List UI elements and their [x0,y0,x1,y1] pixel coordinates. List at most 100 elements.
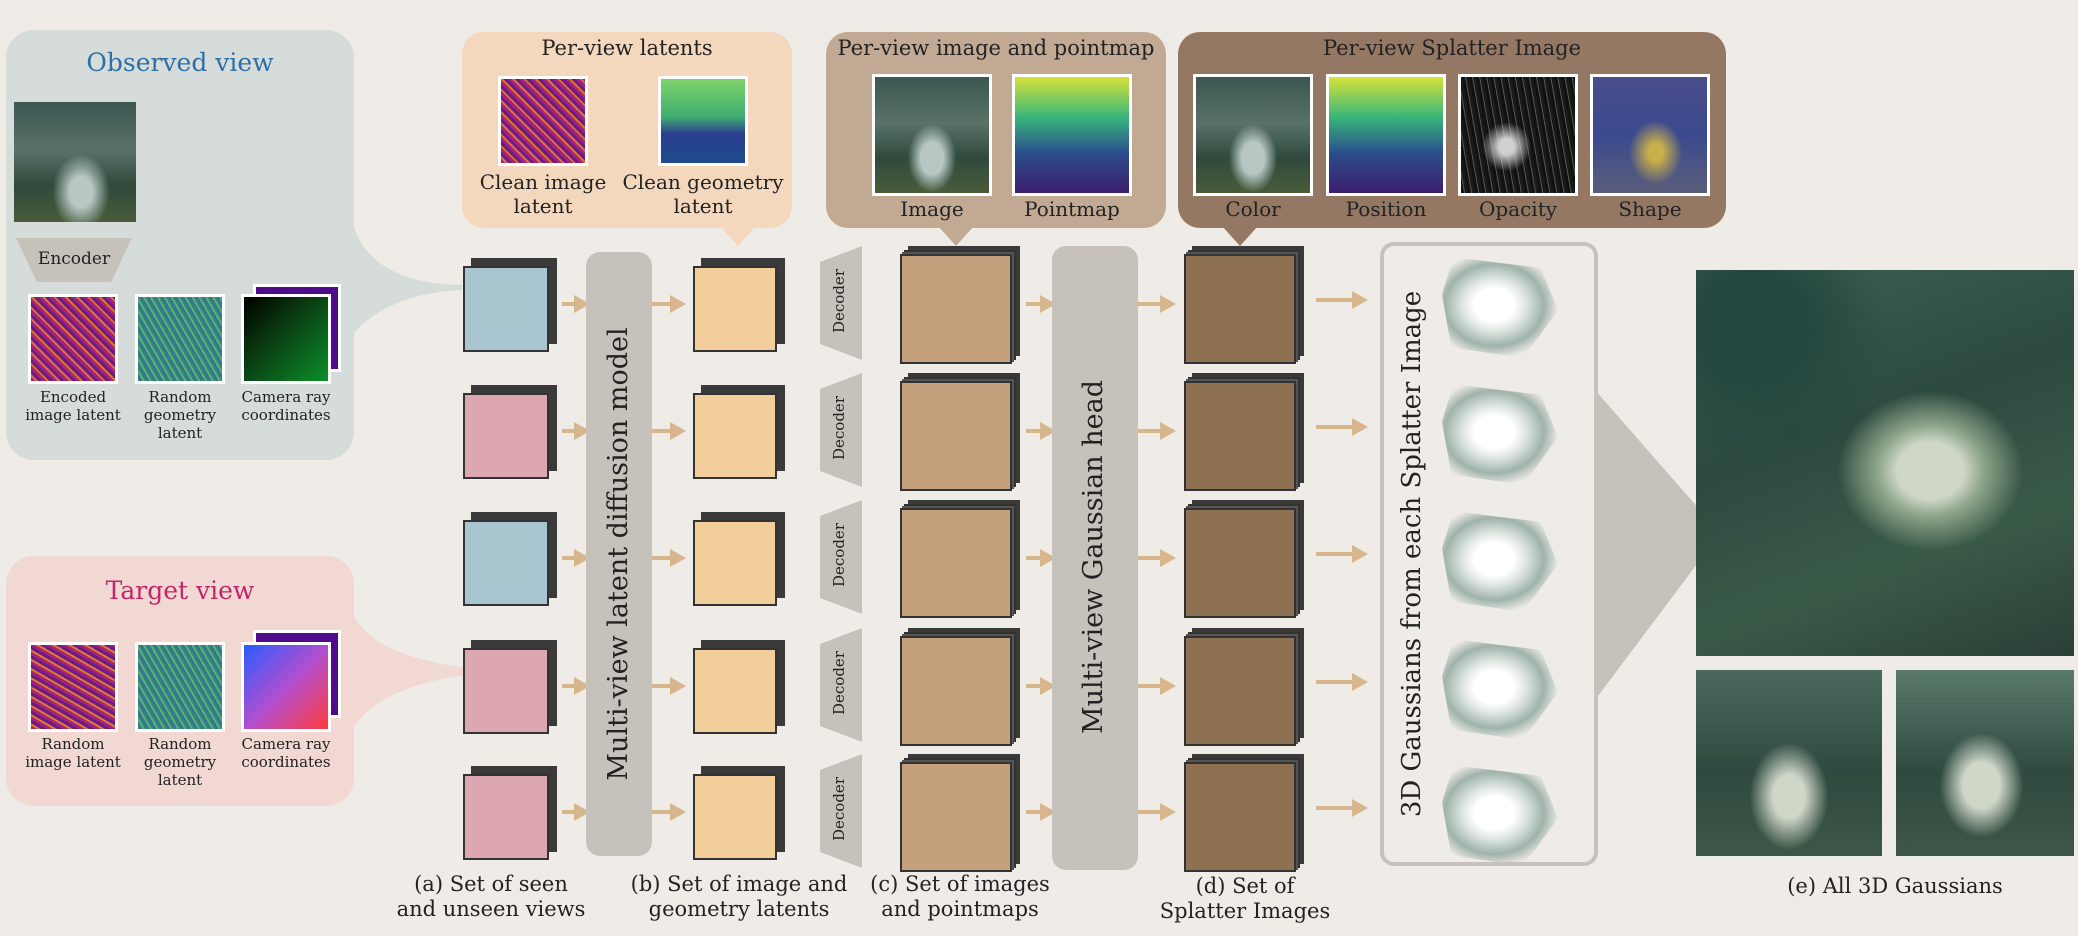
caption-d: (d) Set of Splatter Images [1159,874,1331,924]
diffusion-model-bar [586,252,652,856]
arrow-b-1-head [670,422,686,440]
arrow-a-1-head [574,422,590,440]
arrow-d-4-head [1160,803,1176,821]
splatter-color-thumb [1193,74,1313,196]
target-view-title: Target view [105,576,255,605]
caption-e: (e) All 3D Gaussians [1787,874,2003,898]
image-thumb [872,74,992,196]
latent-cube-0 [693,258,785,352]
observed-photo [14,102,136,222]
arrow-a-4-head [574,803,590,821]
observed-label-1: Random geometry latent [143,388,217,442]
input-cube-4 [463,766,557,860]
input-cube-0 [463,258,557,352]
observed-label-0: Encoded image latent [25,388,121,424]
decoder-1 [820,373,862,487]
arrow-e-3-head [1352,673,1368,691]
per-view-latents-label-0: Clean image latent [479,170,607,218]
render-main [1696,270,2074,656]
latent-cube-1 [693,385,785,479]
encoder-label: Encoder [37,249,111,269]
clean-image-latent-thumb [498,76,588,166]
splatter-shape-thumb [1590,74,1710,196]
splatter-cube-2 [1184,500,1304,618]
gaussians-frame [1380,242,1598,866]
arrow-e-4-head [1352,799,1368,817]
encoded-image-latent-thumb [28,294,118,384]
image-cube-2 [900,500,1020,618]
arrow-a-0-head [574,295,590,313]
per-view-image-pointmap-title: Per-view image and pointmap [837,36,1155,60]
splatter-label-1: Position [1345,197,1427,221]
target-label-0: Random image latent [25,735,121,771]
gaussian-head-bar [1052,246,1138,870]
arrow-e-0-head [1352,291,1368,309]
arrow-d-3-head [1160,677,1176,695]
splatter-cube-1 [1184,373,1304,491]
splatter-cube-0 [1184,246,1304,364]
decoder-0 [820,246,862,360]
render-right [1896,670,2074,856]
splatter-cube-3 [1184,628,1304,746]
latent-cube-3 [693,640,785,734]
decoder-2 [820,500,862,614]
splatter-position-thumb [1326,74,1446,196]
arrow-c-2-head [1040,549,1056,567]
splatter-label-2: Opacity [1478,197,1558,221]
arrow-b-0-head [670,295,686,313]
input-cube-1 [463,385,557,479]
diffusion-model-label: Multi-view latent diffusion model [603,327,634,781]
input-cube-2 [463,512,557,606]
latent-cube-4 [693,766,785,860]
arrow-c-1-head [1040,422,1056,440]
observed-label-2: Camera ray coordinates [241,388,331,424]
arrow-c-4-head [1040,803,1056,821]
arrow-a-3-head [574,677,590,695]
image-cube-4 [900,754,1020,872]
caption-c: (c) Set of images and pointmaps [870,872,1050,922]
random-geometry-latent-thumb [135,294,225,384]
random-image-latent-thumb [28,642,118,732]
render-left [1696,670,1882,856]
arrow-e-2-head [1352,545,1368,563]
arrow-d-0-head [1160,295,1176,313]
image-cube-3 [900,628,1020,746]
decoder-4 [820,754,862,868]
arrow-d-2-head [1160,549,1176,567]
arrow-b-2-head [670,549,686,567]
gaussian-head-label: Multi-view Gaussian head [1078,379,1109,735]
target-label-1: Random geometry latent [143,735,217,789]
per-view-splatter-title: Per-view Splatter Image [1322,36,1582,60]
target-camera-ray-thumb [241,642,331,732]
image-cube-1 [900,373,1020,491]
splatter-label-3: Shape [1618,197,1682,221]
arrow-b-3-head [670,677,686,695]
pointmap-label: Pointmap [1024,197,1120,221]
arrow-c-3-head [1040,677,1056,695]
per-view-latents-label-1: Clean geometry latent [622,170,784,218]
caption-b: (b) Set of image and geometry latents [630,872,848,922]
per-view-latents-title: Per-view latents [541,36,713,60]
image-cube-0 [900,246,1020,364]
splatter-opacity-thumb [1458,74,1578,196]
encoder-block [16,238,132,282]
decoder-3 [820,628,862,742]
input-cube-3 [463,640,557,734]
arrow-d-1-head [1160,422,1176,440]
arrow-c-0-head [1040,295,1056,313]
image-label: Image [900,197,964,221]
arrow-a-2-head [574,549,590,567]
gaussians-column-label: 3D Gaussians from each Splatter Image [1397,290,1427,818]
clean-geometry-latent-thumb [658,76,748,166]
latent-cube-2 [693,512,785,606]
observed-view-title: Observed view [86,48,274,77]
arrow-e-1-head [1352,418,1368,436]
splatter-cube-4 [1184,754,1304,872]
arrow-b-4-head [670,803,686,821]
splatter-label-0: Color [1225,197,1281,221]
pointmap-thumb [1012,74,1132,196]
caption-a: (a) Set of seen and unseen views [396,872,586,922]
camera-ray-thumb [241,294,331,384]
target-random-geometry-thumb [135,642,225,732]
